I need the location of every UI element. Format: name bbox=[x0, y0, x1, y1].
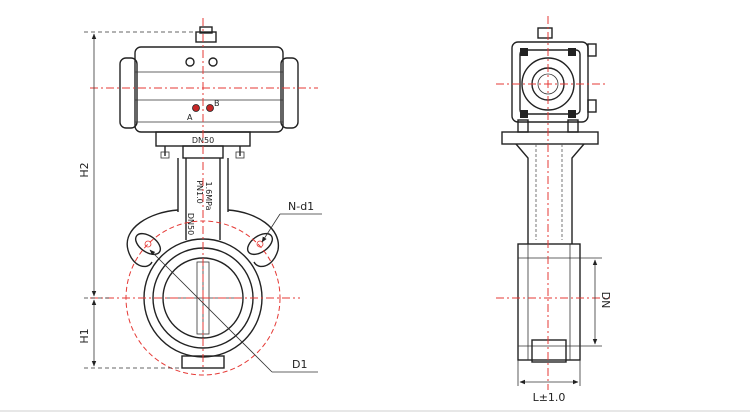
bolt-circle-d1 bbox=[125, 220, 281, 376]
bolt-hole-left bbox=[134, 232, 162, 256]
bolt-hole-right bbox=[246, 232, 274, 256]
neck-marking-2: 1.6MPa bbox=[204, 182, 213, 211]
neck-marking-1: PN1.0 bbox=[195, 180, 204, 204]
dn-label: DN bbox=[599, 292, 612, 309]
h2-label: H2 bbox=[78, 162, 91, 177]
actuator-end-cap-left bbox=[119, 57, 138, 129]
side-bottom-boss bbox=[531, 339, 567, 363]
size-plate-label: DN50 bbox=[192, 136, 214, 145]
actuator-end-housing bbox=[511, 41, 589, 123]
port-a-label: A bbox=[187, 113, 193, 122]
pneumatic-actuator: A B bbox=[119, 26, 299, 133]
bolt-holes-callout: N-d1 bbox=[261, 200, 322, 243]
d1-callout: D1 bbox=[149, 249, 318, 373]
front-view: A B DN50 PN1.0 1.6MPa DN50 bbox=[78, 18, 322, 376]
neck-side bbox=[515, 143, 585, 244]
air-port-a bbox=[192, 104, 200, 112]
actuator-plug-right bbox=[208, 57, 218, 67]
h1-label: H1 bbox=[78, 328, 91, 343]
d1-label: D1 bbox=[292, 358, 307, 371]
actuator-end-cap-right bbox=[280, 57, 299, 129]
body-side-section bbox=[517, 243, 581, 363]
h2-dimension: H2 bbox=[78, 31, 200, 299]
body-side-outline bbox=[517, 243, 581, 361]
side-view: DN L±1.0 bbox=[496, 16, 612, 404]
actuator-plug-left bbox=[185, 57, 195, 67]
h1-dimension: H1 bbox=[78, 299, 182, 369]
valve-neck: PN1.0 1.6MPa DN50 bbox=[177, 158, 229, 240]
bolt-holes-label: N-d1 bbox=[288, 200, 314, 213]
face-to-face-label: L±1.0 bbox=[533, 391, 566, 404]
bracket-side bbox=[501, 119, 599, 145]
air-port-b bbox=[206, 104, 214, 112]
neck-marking-3: DN50 bbox=[186, 213, 195, 235]
port-b-label: B bbox=[214, 99, 220, 108]
actuator-end-boss bbox=[521, 57, 575, 111]
actuator-end-view bbox=[511, 27, 597, 123]
face-to-face-dimension: L±1.0 bbox=[517, 360, 581, 404]
dn-dimension: DN bbox=[580, 257, 612, 347]
